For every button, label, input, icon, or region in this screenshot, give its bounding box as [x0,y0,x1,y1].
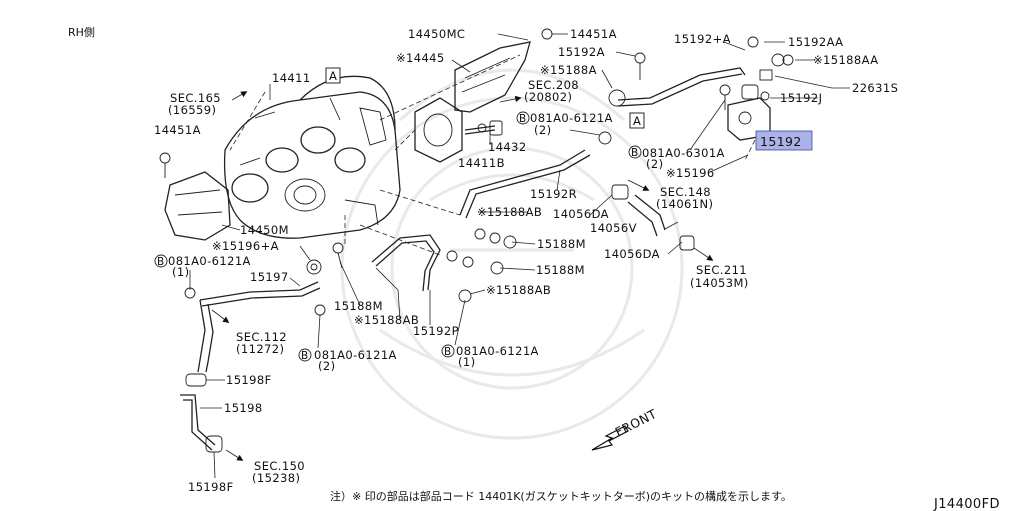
callout-sec148-sub: (14061N) [656,197,713,211]
callout-22631S: 22631S [852,81,898,95]
callout-sec165: SEC.165 [170,91,221,105]
callout-081A0-6121A-br-qty: (1) [458,355,476,369]
callout-15188AB-center: ※15188AB [354,313,419,327]
callout-15188AB-right: ※15188AB [486,283,551,297]
callout-sec208-sub: (20802) [524,90,572,104]
callout-15192-plus-A: 15192+A [674,32,731,46]
ref-box-A-top: A [325,67,341,84]
callout-sec148: SEC.148 [660,185,711,199]
callout-14411: 14411 [272,71,311,85]
assembly-lines [229,54,756,256]
callout-sec208: SEC.208 [528,78,579,92]
arrow-sec208 [499,95,522,103]
callout-081A0-6121A-bc: 081A0-6121A [314,348,397,362]
callout-081A0-6121A-top: 081A0-6121A [530,111,613,125]
svg-text:B: B [157,256,165,268]
bolt-marks: B B B B B [154,111,642,362]
callout-081A0-6121A-top-qty: (2) [534,123,552,137]
callout-15197: 15197 [250,270,289,284]
arrow-sec165 [231,91,248,101]
footnote: 注）※ 印の部品は部品コード 14401K(ガスケットキットターボ)のキットの構… [330,489,792,503]
stud-14432 [464,120,503,136]
svg-text:A: A [633,114,641,128]
callout-14450MC: 14450MC [408,27,465,41]
callout-15192A: 15192A [558,45,605,59]
highlighted-part-15192[interactable]: 15192 [755,130,813,151]
callout-14451A-top: 14451A [570,27,617,41]
callout-14445: ※14445 [396,51,445,65]
hose-15198 [180,373,223,453]
water-pipe-15192-plus-A [617,67,746,107]
oil-return-hose-15197 [197,281,321,373]
callout-14056V: 14056V [590,221,637,235]
heat-shield-14450M [164,171,231,241]
callout-15198F-bot: 15198F [188,480,234,494]
callout-081A0-6121A-left-qty: (1) [172,265,190,279]
svg-text:B: B [631,147,639,159]
insulator-14450MC [454,41,531,113]
callout-15196-right: ※15196 [666,166,715,180]
callout-15192J: 15192J [780,91,822,105]
callout-15188M-r2: 15188M [536,263,585,277]
callout-15192R: 15192R [530,187,577,201]
svg-text:B: B [444,346,452,358]
flow-arrows [211,91,714,461]
arrow-sec150 [225,449,244,461]
callout-15188M-center: 15188M [334,299,383,313]
oil-feed-pipe-15192P [371,234,441,292]
diagram-code: J14400FD [933,497,1000,511]
callout-14411B: 14411B [458,156,505,170]
callout-081A0-6301A: 081A0-6301A [642,146,725,160]
svg-text:A: A [329,69,337,83]
callout-15192AA: 15192AA [788,35,843,49]
arrow-sec148 [627,179,650,191]
callout-14451A-left: 14451A [154,123,201,137]
callout-15198F-top: 15198F [226,373,272,387]
svg-text:15192: 15192 [760,134,802,149]
gasket-14445 [414,97,463,163]
callout-081A0-6121A-br: 081A0-6121A [456,344,539,358]
callout-14450M: 14450M [240,223,289,237]
callout-081A0-6121A-left: 081A0-6121A [168,254,251,268]
corner-label: RH側 [68,26,95,39]
callout-sec211-sub: (14053M) [690,276,749,290]
callout-15188M-right: 15188M [537,237,586,251]
callout-14056DA-bot: 14056DA [604,247,660,261]
callout-081A0-6301A-qty: (2) [646,157,664,171]
callout-sec150: SEC.150 [254,459,305,473]
turbocharger-assembly [223,75,401,239]
callout-15192P: 15192P [413,324,459,338]
callout-sec211: SEC.211 [696,263,747,277]
water-pipe-15192R [459,149,591,219]
callout-15188AB-mid: ※15188AB [477,205,542,219]
callout-14432: 14432 [488,140,527,154]
arrow-sec112 [211,309,230,323]
callout-sec112: SEC.112 [236,330,287,344]
callout-081A0-6121A-bc-qty: (2) [318,359,336,373]
svg-text:B: B [301,350,309,362]
callout-14056DA-top: 14056DA [553,207,609,221]
callout-15188A: ※15188A [540,63,597,77]
ref-box-A-right: A [629,112,645,129]
leader-lines [189,33,850,479]
svg-text:B: B [519,113,527,125]
hose-14056V [611,184,695,251]
callout-15196-plus-A: ※15196+A [212,239,279,253]
callout-sec150-sub: (15238) [252,471,300,485]
arrow-sec211 [693,247,714,261]
callout-15188AA: ※15188AA [813,53,878,67]
callout-sec112-sub: (11272) [236,342,284,356]
callout-15198: 15198 [224,401,263,415]
front-label: FRONT [613,406,660,440]
callout-sec165-sub: (16559) [168,103,216,117]
callout-labels: 14450MC 14451A 15192+A 15192AA 15192A ※1… [154,27,898,494]
